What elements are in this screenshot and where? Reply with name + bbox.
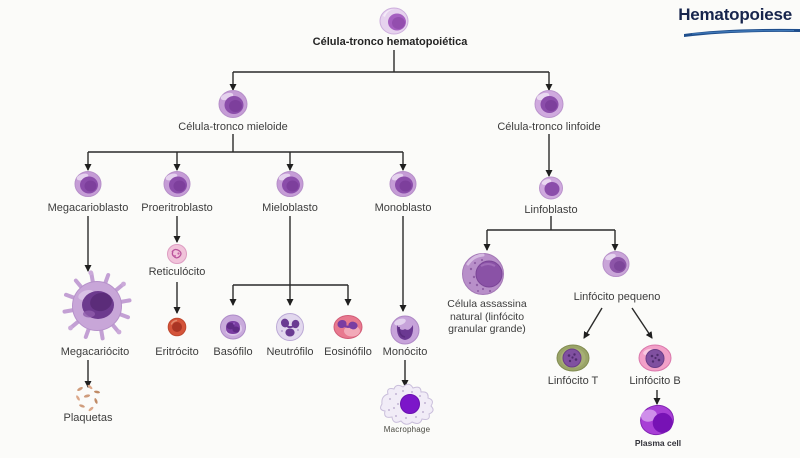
t-lymphocyte-label: Linfócito T bbox=[547, 375, 599, 387]
basophil-cell-icon bbox=[219, 313, 247, 341]
megakaryoblast-label: Megacarioblasto bbox=[47, 202, 129, 214]
myeloid-stem-cell-icon bbox=[217, 89, 249, 119]
proerythroblast-cell-icon bbox=[162, 170, 192, 198]
b-lymphocyte-label: Linfócito B bbox=[629, 375, 681, 387]
plasma-cell-icon bbox=[638, 403, 676, 437]
macrophage-cell-icon bbox=[376, 382, 438, 426]
natural-killer-label: Célula assassina natural (linfócito gran… bbox=[447, 298, 527, 335]
neutrophil-label: Neutrófilo bbox=[266, 346, 314, 358]
reticulocyte-label: Reticulócito bbox=[148, 266, 206, 278]
plasma-cell-label: Plasma cell bbox=[634, 438, 682, 448]
megakaryocyte-cell-icon bbox=[51, 269, 147, 343]
erythrocyte-label: Eritrócito bbox=[155, 346, 199, 358]
platelets-icon bbox=[70, 383, 106, 413]
monoblast-label: Monoblasto bbox=[374, 202, 432, 214]
page-title: Hematopoiese bbox=[678, 5, 792, 24]
lymphoid-stem-cell-icon bbox=[533, 89, 565, 119]
eosinophil-cell-icon bbox=[332, 313, 364, 341]
monocyte-label: Monócito bbox=[382, 346, 428, 358]
b-lymphocyte-cell-icon bbox=[637, 343, 673, 373]
t-lymphocyte-cell-icon bbox=[555, 343, 591, 373]
lymphoblast-cell-icon bbox=[538, 176, 564, 200]
hematopoietic-stem-cell-icon bbox=[378, 6, 410, 36]
myeloid-stem-label: Célula-tronco mieloide bbox=[178, 121, 288, 133]
eosinophil-label: Eosinófilo bbox=[324, 346, 372, 358]
monoblast-cell-icon bbox=[388, 170, 418, 198]
myeloblast-cell-icon bbox=[275, 170, 305, 198]
platelets-label: Plaquetas bbox=[63, 412, 113, 424]
reticulocyte-cell-icon bbox=[166, 243, 188, 265]
neutrophil-cell-icon bbox=[275, 312, 305, 342]
macrophage-label: Macrophage bbox=[383, 425, 431, 434]
lymphoid-stem-label: Célula-tronco linfoide bbox=[497, 121, 601, 133]
natural-killer-cell-icon bbox=[460, 251, 508, 297]
small-lymphocyte-label: Linfócito pequeno bbox=[573, 291, 661, 303]
hematopoietic-stem-cell-label: Célula-tronco hematopoiética bbox=[312, 36, 468, 48]
myeloblast-label: Mieloblasto bbox=[262, 202, 318, 214]
erythrocyte-cell-icon bbox=[167, 317, 187, 337]
monocyte-cell-icon bbox=[389, 314, 421, 346]
title-underline-swoosh bbox=[684, 28, 800, 37]
proerythroblast-label: Proeritroblasto bbox=[141, 202, 213, 214]
small-lymphocyte-cell-icon bbox=[601, 250, 631, 278]
basophil-label: Basófilo bbox=[213, 346, 253, 358]
lymphoblast-label: Linfoblasto bbox=[524, 204, 578, 216]
megakaryocyte-label: Megacariócito bbox=[60, 346, 130, 358]
megakaryoblast-cell-icon bbox=[73, 170, 103, 198]
